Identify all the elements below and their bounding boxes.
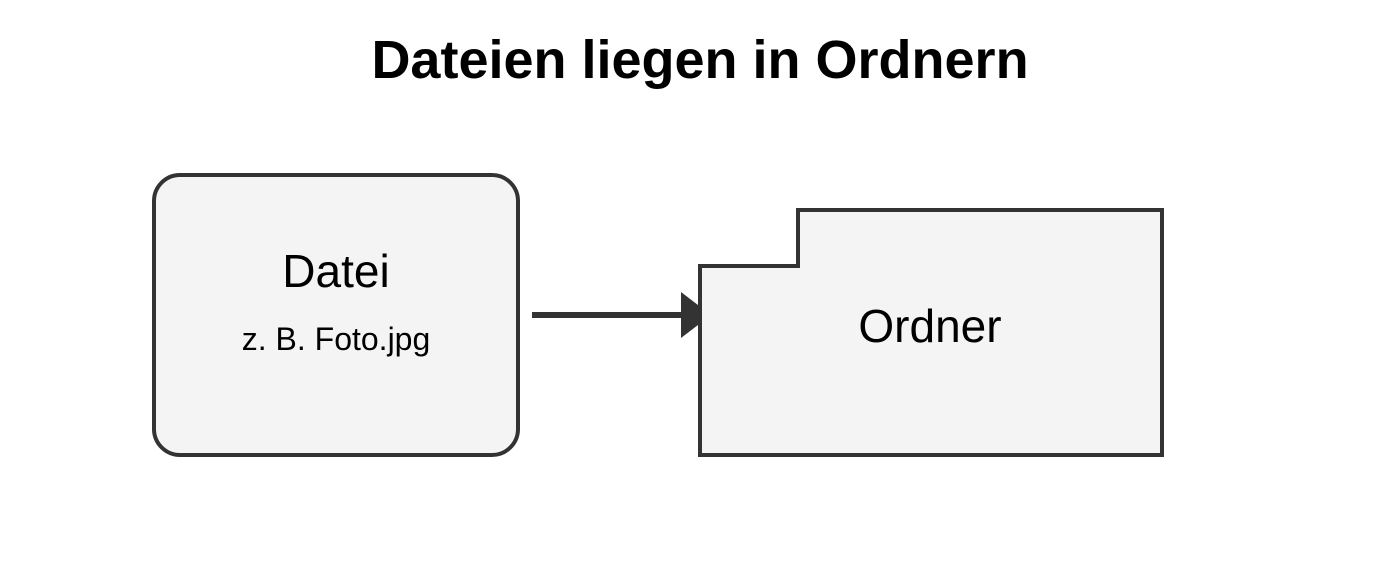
- containment-arrow: [532, 292, 711, 338]
- folder-node-label: Ordner: [858, 300, 1001, 352]
- arrow-head: [681, 292, 711, 338]
- file-node-box: [152, 173, 520, 457]
- folder-icon: [698, 208, 1164, 457]
- diagram-title: Dateien liegen in Ordnern: [371, 30, 1028, 90]
- file-node-label: Datei: [282, 245, 389, 297]
- file-node-sublabel: z. B. Foto.jpg: [242, 321, 431, 357]
- folder-node: Ordner: [698, 208, 1164, 457]
- file-node: Datei z. B. Foto.jpg: [152, 173, 520, 457]
